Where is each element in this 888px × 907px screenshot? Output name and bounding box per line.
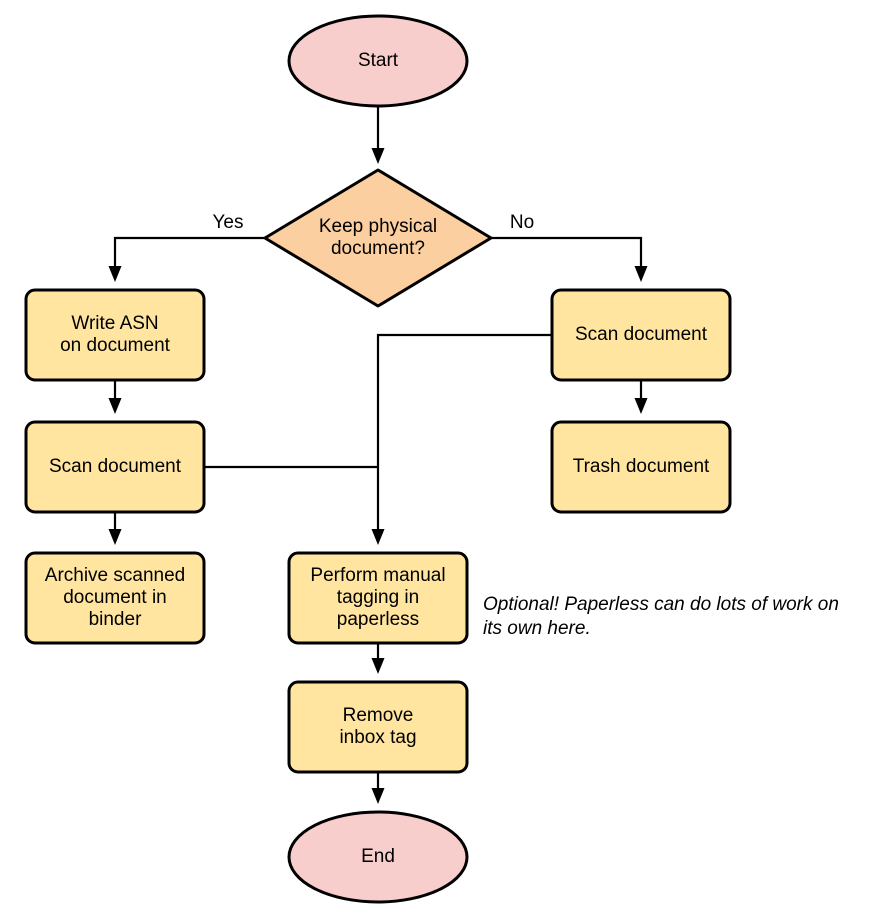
- arrowhead-icon: [371, 658, 385, 674]
- node-label: Scan document: [49, 456, 182, 477]
- arrowhead-icon: [634, 266, 648, 282]
- decision-shape: [263, 168, 493, 308]
- edge-manual-tagging-to-remove-inbox: [371, 643, 385, 674]
- node-label: End: [361, 846, 395, 867]
- node-end[interactable]: End: [287, 810, 469, 904]
- annotations-layer: Optional! Paperless can do lots of work …: [483, 594, 839, 639]
- node-scan_left[interactable]: Scan document: [24, 420, 206, 514]
- edge-remove-inbox-to-end: [371, 772, 385, 804]
- arrowhead-icon: [371, 788, 385, 804]
- terminator-shape: [287, 14, 469, 108]
- process-shape: [287, 680, 469, 774]
- edge-line: [376, 333, 552, 531]
- node-label: Start: [358, 50, 399, 71]
- edge-decision-to-write-asn: Yes: [108, 212, 265, 282]
- edge-line: [491, 236, 643, 268]
- edge-label-no: No: [510, 212, 534, 233]
- edge-start-to-decision: [371, 106, 385, 164]
- arrowhead-icon: [371, 148, 385, 164]
- arrowhead-icon: [634, 398, 648, 414]
- edges-layer: Yes No: [108, 106, 648, 804]
- node-label: Scan document: [575, 324, 708, 345]
- process-shape: [24, 551, 206, 645]
- node-start[interactable]: Start: [287, 14, 469, 108]
- arrowhead-icon: [108, 266, 122, 282]
- edge-line: [113, 236, 265, 268]
- process-shape: [287, 551, 469, 645]
- arrowhead-icon: [108, 398, 122, 414]
- edge-scan-right-to-manual-tagging: [371, 333, 552, 545]
- process-shape: [24, 288, 206, 382]
- node-label: Trash document: [573, 456, 710, 477]
- process-shape: [24, 420, 206, 514]
- arrowhead-icon: [108, 529, 122, 545]
- node-scan_right[interactable]: Scan document: [550, 288, 732, 382]
- edge-decision-to-scan-right: No: [491, 212, 648, 282]
- edge-scan-right-to-trash: [634, 380, 648, 414]
- edge-label-yes: Yes: [213, 212, 244, 233]
- arrowhead-icon: [371, 529, 385, 545]
- terminator-shape: [287, 810, 469, 904]
- node-trash[interactable]: Trash document: [550, 420, 732, 514]
- process-shape: [550, 288, 732, 382]
- edge-write-asn-to-scan-left: [108, 380, 122, 414]
- edge-scan-left-to-archive: [108, 512, 122, 545]
- process-shape: [550, 420, 732, 514]
- annotation-optional-note: Optional! Paperless can do lots of work …: [483, 594, 839, 639]
